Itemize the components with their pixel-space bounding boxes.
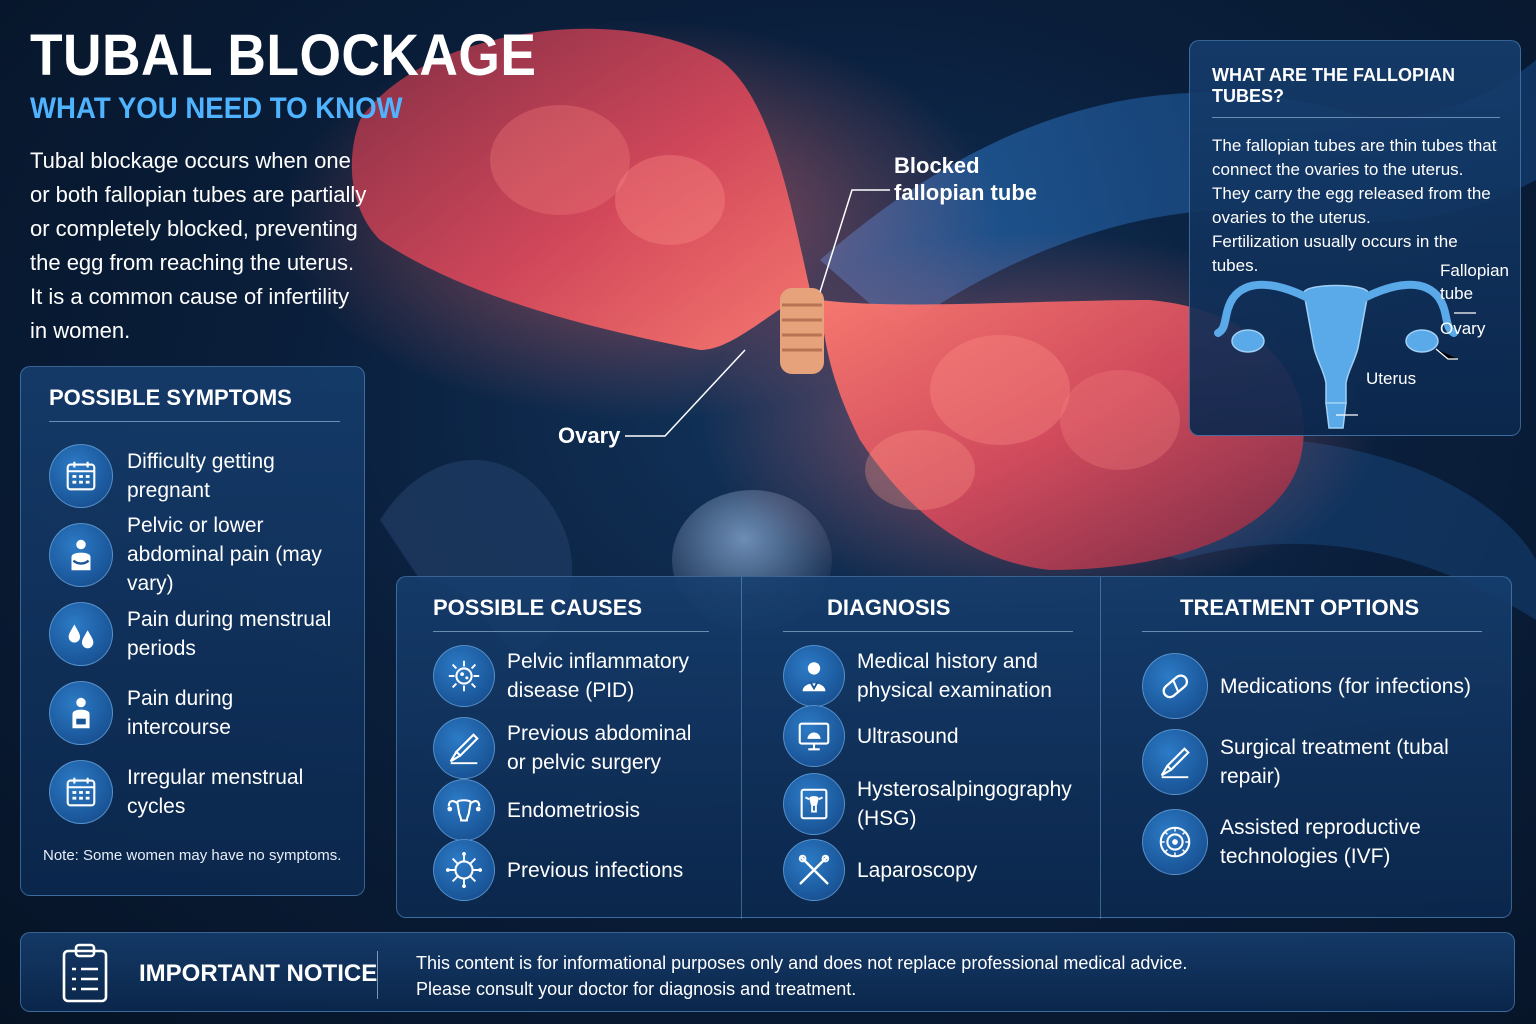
calendar-icon	[49, 443, 113, 508]
list-item: Previous infections	[433, 839, 683, 901]
diagram-label-uterus: Uterus	[1366, 369, 1417, 388]
important-notice-bar: IMPORTANT NOTICE This content is for inf…	[20, 932, 1515, 1012]
treatment-text: Surgical treatment (tubal repair)	[1220, 736, 1449, 788]
list-item: Pain during intercourse	[49, 673, 340, 752]
doctor-icon	[783, 645, 845, 707]
symptoms-heading: POSSIBLE SYMPTOMS	[49, 385, 340, 422]
fallopian-tubes-panel: WHAT ARE THE FALLOPIAN TUBES? The fallop…	[1189, 40, 1521, 436]
bacteria-icon	[433, 645, 495, 707]
diagnosis-column: DIAGNOSIS Medical history and physical e…	[783, 577, 1073, 919]
pill-icon	[1142, 653, 1208, 719]
ivf-icon	[1142, 809, 1208, 875]
list-item: Pain during menstrual periods	[49, 594, 340, 673]
diagram-label-tube: Fallopian tube	[1440, 261, 1509, 303]
list-item: Difficulty getting pregnant	[49, 436, 340, 515]
list-item: Endometriosis	[433, 779, 640, 841]
treatment-heading: TREATMENT OPTIONS	[1142, 595, 1482, 632]
symptom-text: Irregular menstrual cycles	[127, 765, 304, 818]
diagnosis-text: Ultrasound	[857, 724, 959, 748]
symptoms-list: Difficulty getting pregnant Pelvic or lo…	[49, 436, 340, 831]
notice-title: IMPORTANT NOTICE	[139, 960, 378, 987]
label-blocked-tube: Blocked fallopian tube	[894, 153, 1037, 205]
symptoms-note: Note: Some women may have no symptoms.	[43, 847, 342, 864]
intro-text: Tubal blockage occurs when one or both f…	[30, 144, 370, 348]
list-item: Pelvic or lower abdominal pain (may vary…	[49, 514, 340, 595]
list-item: Assisted reproductive technologies (IVF)	[1142, 809, 1482, 875]
uterus-diagram	[1214, 280, 1476, 429]
column-divider	[741, 577, 742, 919]
notice-line: Please consult your doctor for diagnosis…	[416, 979, 857, 999]
uterus-icon	[433, 779, 495, 841]
notice-text: This content is for informational purpos…	[416, 950, 1187, 1002]
notice-line: This content is for informational purpos…	[416, 953, 1188, 973]
symptom-text: Pain during menstrual periods	[127, 607, 332, 660]
ultrasound-monitor-icon	[783, 705, 845, 767]
intro-paragraph: Tubal blockage occurs when one or both f…	[30, 148, 367, 275]
person-icon	[49, 680, 113, 745]
page-subtitle: WHAT YOU NEED TO KNOW	[30, 92, 403, 125]
drops-icon	[49, 601, 113, 666]
xray-icon	[783, 773, 845, 835]
scalpel-icon	[1142, 729, 1208, 795]
calendar-icon	[49, 759, 113, 824]
causes-column: POSSIBLE CAUSES Pelvic inflammatory dise…	[433, 577, 709, 919]
laparoscopy-tools-icon	[783, 839, 845, 901]
symptoms-panel: POSSIBLE SYMPTOMS Difficulty getting pre…	[20, 366, 365, 896]
treatment-column: TREATMENT OPTIONS Medications (for infec…	[1142, 577, 1482, 919]
diagram-label-ovary: Ovary	[1440, 319, 1486, 338]
tubes-paragraph: They carry the egg released from the ova…	[1212, 184, 1491, 227]
diagnosis-text: Laparoscopy	[857, 858, 978, 882]
treatment-text: Assisted reproductive technologies (IVF)	[1220, 816, 1421, 868]
diagnosis-text: Medical history and physical examination	[857, 650, 1052, 702]
intro-paragraph: It is a common cause of infertility in w…	[30, 284, 350, 343]
symptom-text: Difficulty getting pregnant	[127, 449, 275, 502]
scalpel-icon	[433, 717, 495, 779]
list-item: Medications (for infections)	[1142, 653, 1471, 719]
clipboard-icon	[62, 943, 108, 1003]
list-item: Previous abdominal or pelvic surgery	[433, 717, 709, 779]
causes-heading: POSSIBLE CAUSES	[433, 595, 709, 632]
diagnosis-heading: DIAGNOSIS	[783, 595, 1073, 632]
blockage-band	[780, 288, 824, 374]
cause-text: Previous infections	[507, 858, 684, 882]
tubes-description: The fallopian tubes are thin tubes that …	[1212, 134, 1500, 278]
cause-text: Endometriosis	[507, 798, 641, 822]
cause-text: Previous abdominal or pelvic surgery	[507, 722, 692, 774]
notice-divider	[377, 951, 378, 999]
diagnosis-text: Hysterosalpingography (HSG)	[857, 778, 1072, 830]
tubes-paragraph: The fallopian tubes are thin tubes that …	[1212, 136, 1497, 179]
virus-icon	[433, 839, 495, 901]
list-item: Irregular menstrual cycles	[49, 752, 340, 831]
symptom-text: Pelvic or lower abdominal pain (may vary…	[127, 514, 322, 595]
cause-text: Pelvic inflammatory disease (PID)	[507, 650, 690, 702]
list-item: Pelvic inflammatory disease (PID)	[433, 645, 709, 707]
treatment-text: Medications (for infections)	[1220, 674, 1471, 698]
list-item: Hysterosalpingography (HSG)	[783, 773, 1073, 835]
list-item: Medical history and physical examination	[783, 645, 1073, 707]
tubes-paragraph: Fertilization usually occurs in the tube…	[1212, 232, 1458, 275]
list-item: Laparoscopy	[783, 839, 977, 901]
symptom-text: Pain during intercourse	[127, 686, 234, 739]
label-ovary: Ovary	[558, 423, 621, 448]
column-divider	[1100, 577, 1101, 919]
list-item: Ultrasound	[783, 705, 959, 767]
abdominal-pain-icon	[49, 522, 113, 587]
causes-diagnosis-treatment-panel: POSSIBLE CAUSES Pelvic inflammatory dise…	[396, 576, 1512, 919]
list-item: Surgical treatment (tubal repair)	[1142, 729, 1482, 795]
tubes-heading: WHAT ARE THE FALLOPIAN TUBES?	[1212, 65, 1500, 118]
page-title: TUBAL BLOCKAGE	[30, 23, 537, 88]
